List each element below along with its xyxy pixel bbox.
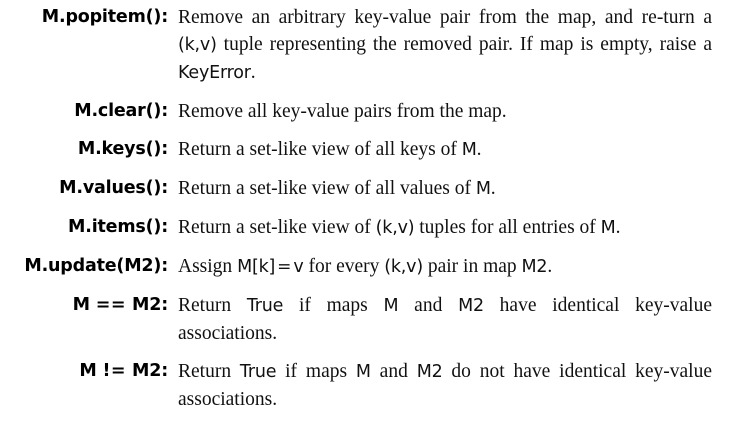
desc-text: Assign [178, 256, 238, 277]
entry-inequality: M != M2: Return True if maps M and M2 do… [0, 358, 737, 413]
desc-text: and [370, 361, 417, 382]
desc-text: Return a set-like view of [178, 217, 376, 238]
desc-text: Remove an arbitrary key-value pair from … [178, 7, 712, 28]
equals-equals-operator: == [95, 295, 127, 315]
equals-operator: = [277, 257, 292, 277]
desc-text: Return [178, 361, 240, 382]
entry-update: M.update(M2): Assign M[k]=v for every (k… [0, 253, 737, 281]
entry-items: M.items(): Return a set-like view of (k,… [0, 214, 737, 242]
term-equality: M == M2: [4, 292, 169, 319]
term-clear: M.clear(): [74, 101, 168, 121]
entry-clear: M.clear(): Remove all key-value pairs fr… [0, 98, 737, 125]
code-true: True [246, 296, 284, 316]
code-kv-tuple: (k,v) [375, 218, 415, 238]
code-m: M [383, 296, 399, 316]
code-m: M [461, 140, 477, 160]
description-values: Return a set-like view of all values of … [168, 175, 712, 203]
desc-text: if maps [276, 361, 356, 382]
code-m2: M2 [521, 257, 548, 277]
code-m: M [475, 179, 491, 199]
desc-text: . [476, 139, 482, 160]
term-items: M.items(): [68, 217, 168, 237]
description-keys: Return a set-like view of all keys of M. [168, 136, 712, 164]
code-kv-tuple: (k,v) [384, 257, 423, 277]
term-update: M.update(M2): [24, 256, 168, 276]
desc-text: . [490, 178, 496, 199]
not-equals-operator: != [102, 361, 127, 381]
desc-text: Return [178, 295, 247, 316]
description-clear: Remove all key-value pairs from the map. [168, 98, 712, 125]
desc-text: . [547, 256, 553, 277]
desc-text: tuple representing the removed pair. If … [216, 34, 712, 55]
desc-text: for every [303, 256, 385, 277]
term-equality-right: M2: [132, 295, 168, 315]
entry-equality: M == M2: Return True if maps M and M2 ha… [0, 292, 737, 347]
term-inequality-right: M2: [132, 361, 168, 381]
description-update: Assign M[k]=v for every (k,v) pair in ma… [168, 253, 712, 281]
term-inequality-left: M [79, 361, 97, 381]
term-keys: M.keys(): [77, 139, 168, 159]
entry-values: M.values(): Return a set-like view of al… [0, 175, 737, 203]
desc-text: if maps [283, 295, 384, 316]
code-m2: M2 [416, 362, 443, 382]
code-m-bracket-k: M[k] [237, 257, 276, 277]
code-v: v [293, 257, 304, 277]
description-inequality: Return True if maps M and M2 do not have… [168, 358, 712, 413]
term-inequality: M != M2: [4, 358, 168, 385]
code-m: M [355, 362, 371, 382]
description-popitem: Remove an arbitrary key-value pair from … [168, 4, 712, 87]
desc-text: Return a set-like view of all values of [178, 178, 476, 199]
desc-text: and [398, 295, 459, 316]
desc-text: . [250, 62, 256, 83]
term-values: M.values(): [59, 178, 168, 198]
code-keyerror: KeyError [178, 63, 251, 83]
desc-text: Remove all key-value pairs from the map. [178, 101, 507, 122]
code-m2: M2 [458, 296, 484, 316]
code-m: M [600, 218, 616, 238]
entry-popitem: M.popitem(): Remove an arbitrary key-val… [0, 4, 737, 87]
description-items: Return a set-like view of (k,v) tuples f… [168, 214, 712, 242]
term-popitem: M.popitem(): [41, 7, 168, 27]
desc-text: . [615, 217, 621, 238]
desc-text: have identical key-value associations. [178, 295, 713, 344]
entry-keys: M.keys(): Return a set-like view of all … [0, 136, 737, 164]
desc-text: do not have identical key-value associat… [178, 361, 713, 410]
desc-text: pair in map [422, 256, 522, 277]
map-adt-reference-list: M.popitem(): Remove an arbitrary key-val… [0, 4, 737, 413]
term-equality-left: M [72, 295, 90, 315]
description-equality: Return True if maps M and M2 have identi… [168, 292, 712, 347]
code-true: True [239, 362, 277, 382]
code-kv-tuple: (k,v) [178, 35, 217, 55]
desc-text: Return a set-like view of all keys of [178, 139, 462, 160]
desc-text: tuples for all entries of [414, 217, 601, 238]
